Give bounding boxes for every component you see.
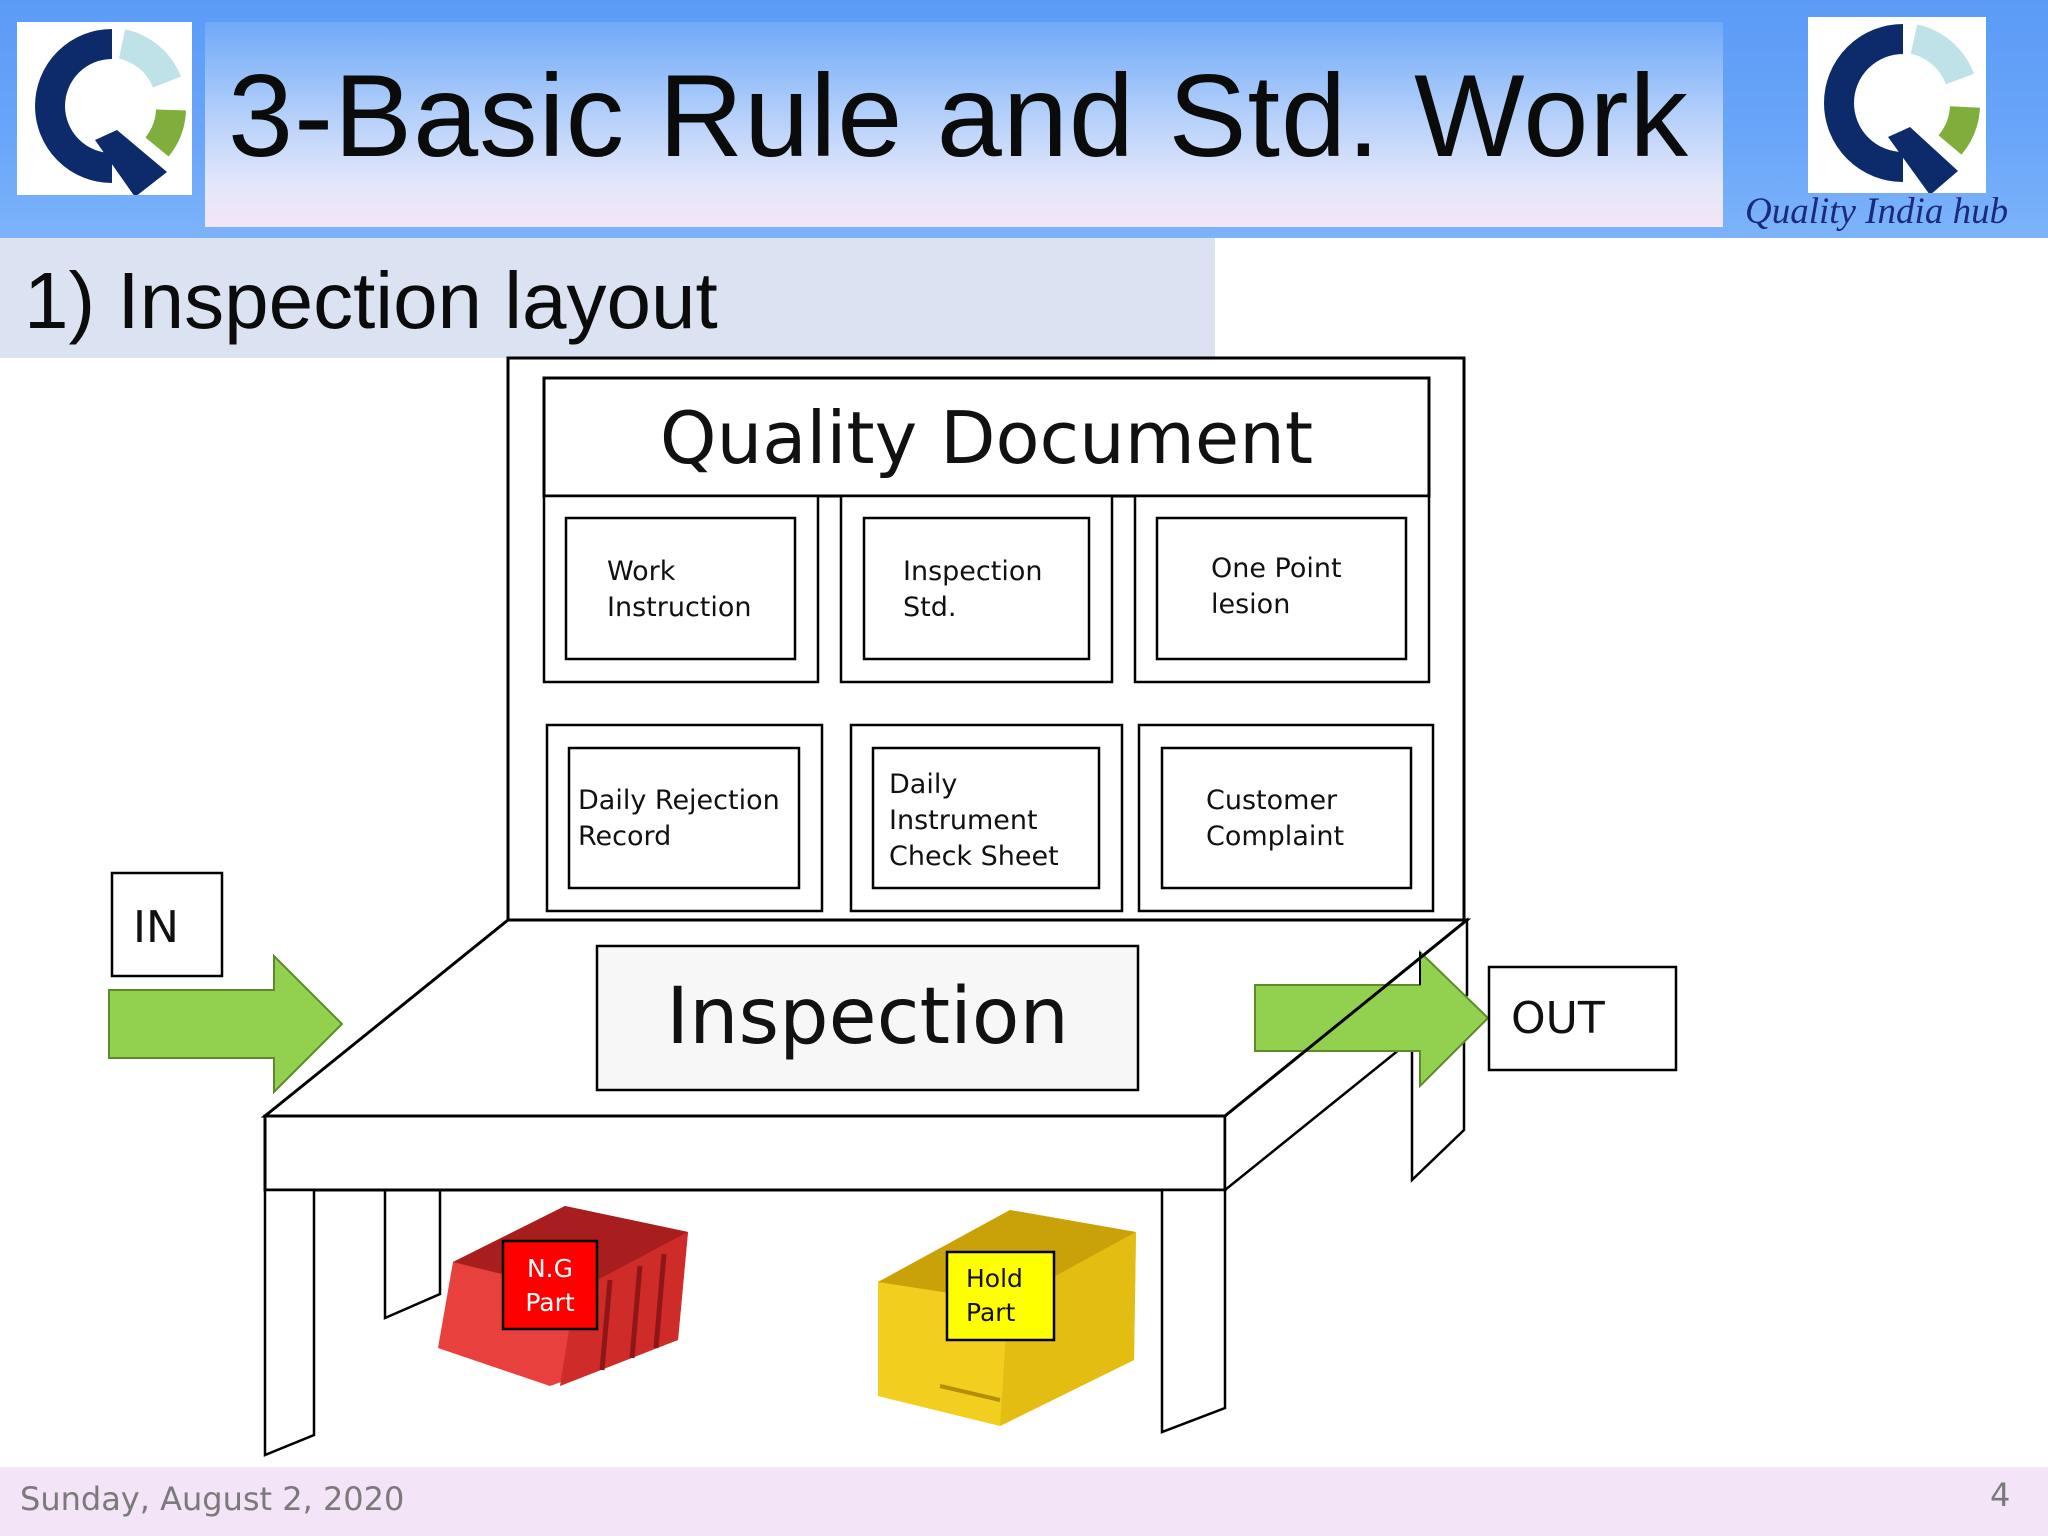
doc-label-customer-complaint: Customer Complaint xyxy=(1206,785,1345,852)
out-box xyxy=(1487,965,1678,1072)
title-box xyxy=(205,22,1723,227)
section-band xyxy=(0,238,1215,358)
table-leg xyxy=(1160,1188,1227,1434)
footer-band xyxy=(0,1467,2048,1536)
table-leg xyxy=(263,1188,316,1457)
doc-box xyxy=(567,746,801,890)
out-label: OUT xyxy=(1511,993,1605,1044)
slide-title: 3-Basic Rule and Std. Work xyxy=(228,50,1689,181)
hold-part-tag xyxy=(945,1250,1056,1342)
footer-date: Sunday, August 2, 2020 xyxy=(20,1480,405,1518)
doc-box xyxy=(564,516,797,661)
hold-part-label: Hold Part xyxy=(966,1264,1023,1327)
in-arrow-icon xyxy=(108,953,344,1095)
inspection-box xyxy=(595,944,1140,1092)
doc-box xyxy=(1160,746,1413,890)
in-box xyxy=(110,871,224,978)
quality-document-title: Quality Document xyxy=(659,396,1314,480)
ng-part-tag xyxy=(501,1239,599,1331)
table-leg xyxy=(383,1186,442,1320)
doc-label-inspection-std: Inspection Std. xyxy=(903,556,1043,623)
table-front xyxy=(263,1114,1227,1192)
in-label: IN xyxy=(133,902,179,953)
section-title: 1) Inspection layout xyxy=(24,256,718,345)
doc-box xyxy=(871,746,1101,890)
page-number: 4 xyxy=(1990,1476,2011,1514)
doc-box xyxy=(1155,516,1408,661)
doc-label-one-point-lesion: One Point lesion xyxy=(1211,553,1342,620)
brand-name: Quality India hub xyxy=(1745,191,2009,232)
inspection-label: Inspection xyxy=(666,972,1069,1062)
company-logo-right xyxy=(1808,17,1986,195)
doc-label-work-instruction: Work Instruction xyxy=(607,556,752,623)
doc-label-daily-instrument-check-sheet: Daily Instrument Check Sheet xyxy=(889,769,1059,872)
q-logo-icon xyxy=(1824,24,1980,195)
doc-label-daily-rejection-record: Daily Rejection Record xyxy=(578,785,780,852)
ng-part-label: N.G Part xyxy=(525,1254,575,1317)
company-logo-left xyxy=(17,22,192,197)
doc-box xyxy=(862,516,1091,661)
q-logo-icon xyxy=(35,29,186,197)
quality-document-header xyxy=(542,376,1431,498)
